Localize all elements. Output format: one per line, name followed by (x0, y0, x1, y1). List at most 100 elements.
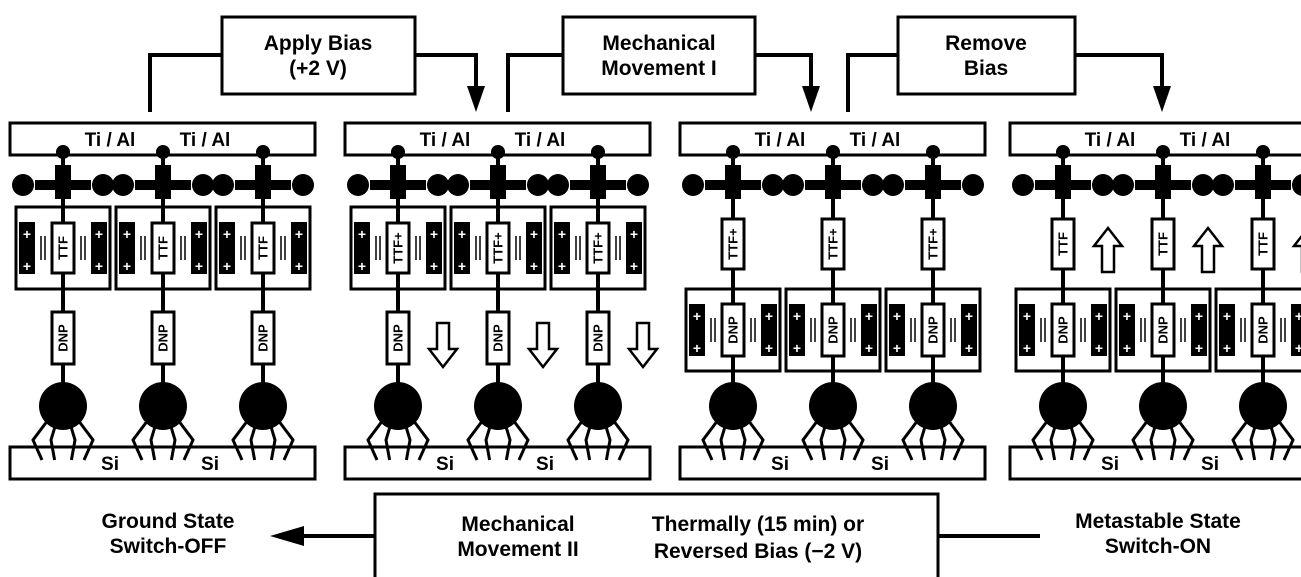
svg-text:+: + (358, 258, 366, 274)
svg-text:+: + (965, 340, 973, 356)
svg-text:+: + (1023, 340, 1031, 356)
up-arrow-icon (1191, 225, 1225, 274)
connector-remove-out (1075, 53, 1164, 88)
stopper-ball (474, 382, 522, 430)
rotaxane-molecule: ++++TTF DNP (212, 145, 314, 461)
cyclophane-ring: ++++ (784, 287, 882, 373)
arrowhead-apply-bias (467, 86, 485, 112)
cyclophane-ring: ++++ (214, 205, 312, 291)
substrate-label: Si (1101, 454, 1119, 475)
ttf-station-label: TTF+ (491, 232, 506, 264)
stopper-ball (1139, 382, 1187, 430)
bottom-cycle: Mechanical Movement II Thermally (15 min… (101, 492, 1241, 577)
rotaxane-molecule: ++++TTF+DNP (782, 145, 884, 461)
electrode-label: Ti / Al (1180, 130, 1231, 151)
svg-text:+: + (1195, 340, 1203, 356)
svg-text:+: + (558, 226, 566, 242)
ttf-station-label: TTF (1056, 232, 1071, 256)
dnp-station-label: DNP (1156, 316, 1171, 344)
rotaxane-molecule: ++++TTF+DNP (547, 145, 660, 461)
svg-text:+: + (965, 308, 973, 324)
step-box-remove-bias: Remove Bias (896, 15, 1077, 96)
rotaxane-molecule: ++++TTF+DNP (682, 145, 784, 461)
svg-text:+: + (893, 340, 901, 356)
svg-text:+: + (1023, 308, 1031, 324)
svg-text:+: + (558, 258, 566, 274)
connector-mech-1-out (755, 53, 813, 88)
svg-text:+: + (1195, 308, 1203, 324)
connector-mech-1 (506, 53, 563, 112)
stopper-ball (809, 382, 857, 430)
connector-remove (846, 53, 898, 112)
box-reversed-bias-label: Reversed Bias (−2 V) (654, 540, 862, 563)
substrate-label: Si (1201, 454, 1219, 475)
stopper-ball (39, 382, 87, 430)
mechanical-movement-2-box (373, 492, 940, 577)
svg-text:+: + (865, 340, 873, 356)
substrate-label: Si (871, 454, 889, 475)
dnp-station-label: DNP (256, 324, 271, 352)
ttf-station-label: TTF (256, 236, 271, 260)
svg-text:+: + (765, 340, 773, 356)
svg-text:+: + (1223, 308, 1231, 324)
svg-text:+: + (1095, 340, 1103, 356)
svg-text:+: + (430, 226, 438, 242)
down-arrow-icon (426, 321, 460, 370)
cyclophane-ring: ++++ (684, 287, 782, 373)
dnp-station-label: DNP (1056, 316, 1071, 344)
svg-text:+: + (358, 226, 366, 242)
electrode-label: Ti / Al (85, 130, 136, 151)
ttf-station-label: TTF+ (926, 228, 941, 260)
electrode-label: Ti / Al (755, 130, 806, 151)
box-mechanical-label: Mechanical (461, 513, 574, 536)
connector-apply-bias (148, 53, 222, 112)
substrate-label: Si (101, 454, 119, 475)
arrowhead-remove (1153, 86, 1171, 112)
si-substrate (678, 445, 987, 481)
dnp-station-label: DNP (591, 324, 606, 352)
step-box-mechanical-movement-1: Mechanical Movement I (561, 15, 757, 96)
stopper-ball (574, 382, 622, 430)
cyclophane-ring: ++++ (1214, 287, 1301, 373)
step-3-line2: Bias (964, 57, 1008, 80)
stopper-ball (909, 382, 957, 430)
substrate-label: Si (201, 454, 219, 475)
svg-text:+: + (893, 308, 901, 324)
connector-apply-bias-out (415, 53, 478, 88)
electrode-label: Ti / Al (180, 130, 231, 151)
stopper-ball (374, 382, 422, 430)
step-arrowheads (467, 86, 1171, 112)
stopper-ball (709, 382, 757, 430)
svg-text:+: + (1123, 308, 1131, 324)
stopper-ball (1039, 382, 1087, 430)
svg-text:+: + (195, 258, 203, 274)
step-2-line1: Mechanical (602, 32, 715, 55)
svg-text:+: + (793, 340, 801, 356)
svg-text:+: + (530, 226, 538, 242)
svg-text:+: + (693, 308, 701, 324)
dnp-station-label: DNP (491, 324, 506, 352)
up-arrow-icon (1091, 225, 1125, 274)
cyclophane-ring: ++++ (114, 205, 212, 291)
step-1-line2: (+2 V) (289, 57, 347, 80)
step-1-line1: Apply Bias (264, 32, 373, 55)
electrode-label: Ti / Al (515, 130, 566, 151)
svg-text:+: + (1223, 340, 1231, 356)
svg-text:+: + (1295, 340, 1301, 356)
svg-text:+: + (123, 226, 131, 242)
step-3-line1: Remove (945, 32, 1027, 55)
svg-text:+: + (630, 258, 638, 274)
svg-text:+: + (95, 226, 103, 242)
svg-text:+: + (195, 226, 203, 242)
metastable-state-label: Metastable State (1075, 510, 1241, 533)
cyclophane-ring: ++++ (349, 205, 447, 291)
